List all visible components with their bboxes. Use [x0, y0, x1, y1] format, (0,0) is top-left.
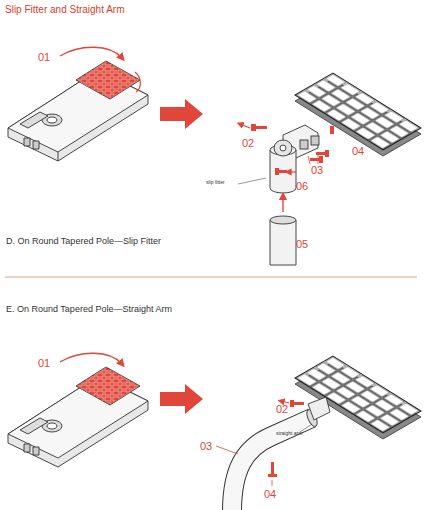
callout-number: 04: [264, 488, 276, 500]
remove-arrow: [281, 401, 289, 403]
section-heading: E. On Round Tapered Pole—Straight Arm: [6, 305, 172, 315]
callout-number: 02: [242, 137, 254, 149]
install-arrow: [282, 196, 283, 212]
straight-arm: [232, 397, 330, 510]
step-arrow: [160, 384, 203, 414]
solar-panel: [295, 73, 421, 156]
luminaire-housing: [8, 61, 148, 161]
callout-number: 02: [276, 403, 288, 415]
remove-arrow: [240, 124, 250, 128]
install-arrow: [288, 171, 296, 172]
callout-number: 06: [296, 180, 308, 192]
section-heading: D. On Round Tapered Pole—Slip Fitter: [6, 237, 161, 247]
slip-fitter: [270, 125, 319, 193]
leader-line: [318, 152, 319, 164]
rotate-arrow: [60, 353, 122, 364]
callout-number: 05: [296, 238, 308, 250]
callout-number: 03: [311, 164, 323, 176]
pole: [270, 216, 296, 265]
separator-line: [5, 277, 417, 278]
callout-number: 01: [38, 357, 50, 369]
rotate-arrow: [135, 72, 140, 92]
screw: [268, 400, 304, 477]
callout-number: 01: [38, 51, 50, 63]
page-title: Slip Fitter and Straight Arm: [5, 4, 125, 15]
part-name: straight arm: [276, 431, 302, 437]
part-name: slip fitter: [206, 180, 225, 186]
leader-line: [308, 156, 310, 164]
leader-line: [272, 480, 273, 486]
solar-panel: [295, 356, 421, 439]
leader-line: [238, 178, 266, 184]
step-arrow: [160, 99, 203, 129]
rotate-arrow: [60, 47, 122, 58]
luminaire-housing: [8, 367, 148, 467]
leader-line: [216, 446, 238, 454]
callout-number: 03: [200, 440, 212, 452]
callout-number: 04: [352, 145, 364, 157]
